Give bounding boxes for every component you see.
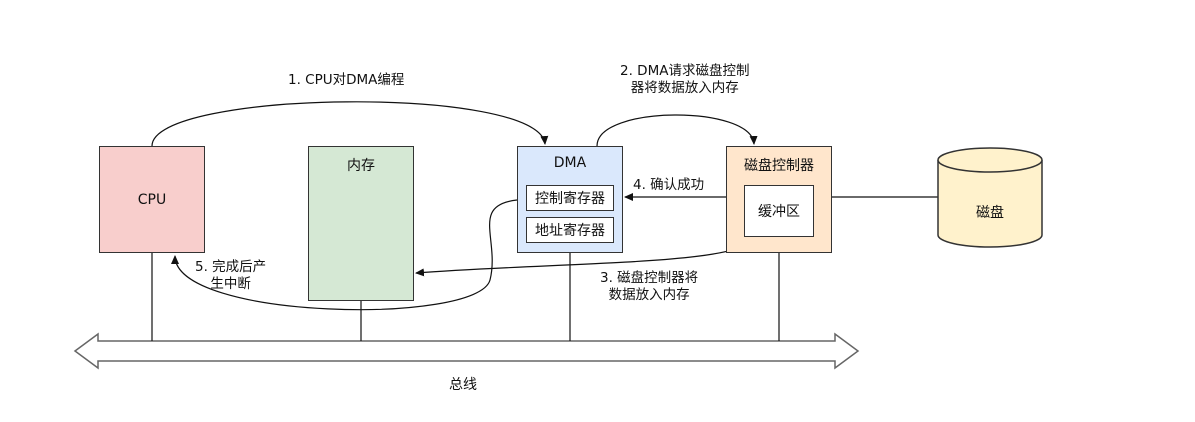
- memory-label: 内存: [347, 158, 375, 174]
- step5-label: 5. 完成后产 生中断: [195, 259, 267, 292]
- step1-label: 1. CPU对DMA编程: [288, 72, 405, 88]
- disk-controller-box: 磁盘控制器 缓冲区: [726, 146, 832, 253]
- cpu-box: CPU: [99, 146, 205, 253]
- memory-box: 内存: [308, 146, 414, 301]
- bus-arrow: [73, 332, 860, 370]
- buffer-box: 缓冲区: [744, 185, 814, 237]
- step2-arrow: [596, 114, 758, 147]
- dma-box: DMA 控制寄存器 地址寄存器: [517, 146, 623, 253]
- step3-label: 3. 磁盘控制器将 数据放入内存: [600, 270, 699, 303]
- dma-control-register: 控制寄存器: [526, 185, 614, 211]
- bus-label: 总线: [449, 377, 477, 393]
- step4-label: 4. 确认成功: [633, 177, 705, 193]
- dma-address-register: 地址寄存器: [526, 217, 614, 243]
- step5-arrow: [171, 199, 518, 311]
- dma-label: DMA: [553, 155, 587, 171]
- disk-controller-label: 磁盘控制器: [744, 158, 814, 174]
- step2-label: 2. DMA请求磁盘控制 器将数据放入内存: [620, 63, 750, 96]
- disk-label: 磁盘: [976, 205, 1004, 221]
- disk-cylinder: [937, 147, 1043, 248]
- step1-arrow: [151, 101, 549, 147]
- cpu-label: CPU: [137, 191, 167, 208]
